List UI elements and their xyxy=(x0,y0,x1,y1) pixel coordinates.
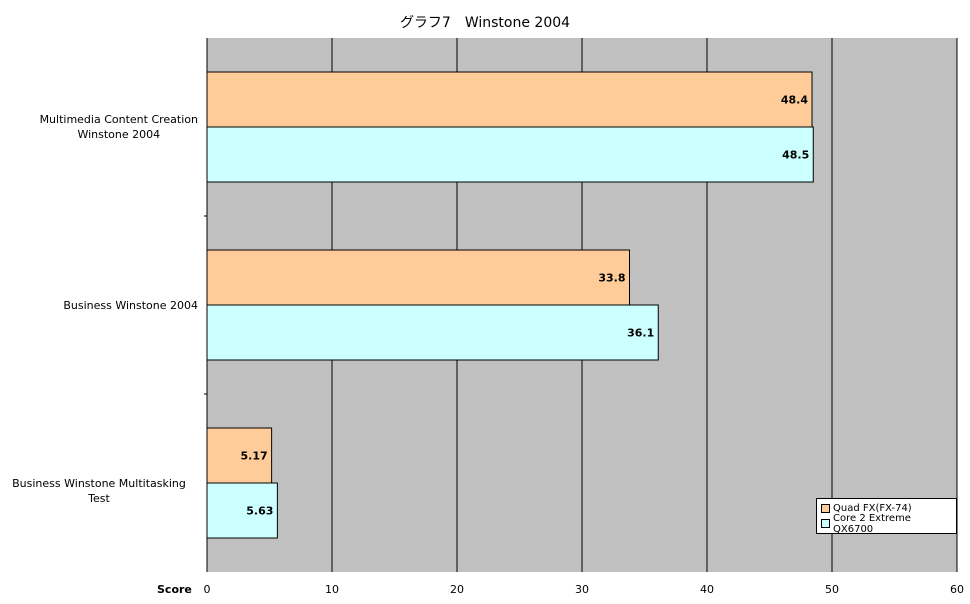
category-label-2: Business Winstone Multitasking Test xyxy=(0,476,198,506)
legend-swatch-quad-fx xyxy=(821,504,830,513)
category-label-1: Business Winstone 2004 xyxy=(63,298,198,313)
category-label-line: Winstone 2004 xyxy=(77,128,161,141)
category-label-line: Business Winstone 2004 xyxy=(63,298,198,312)
x-tick-label-30: 30 xyxy=(575,583,589,596)
legend-item-quad-fx: Quad FX(FX-74) xyxy=(821,501,952,516)
x-tick-label-50: 50 xyxy=(825,583,839,596)
x-tick-label-10: 10 xyxy=(325,583,339,596)
x-tick-label-60: 60 xyxy=(950,583,964,596)
bar-s0-c1 xyxy=(206,249,630,306)
bar-s1-c1 xyxy=(206,304,659,361)
legend-swatch-core2 xyxy=(821,519,830,528)
bar-value-label-s0-c0: 48.4 xyxy=(781,94,808,107)
legend-item-core2: Core 2 Extreme QX6700 xyxy=(821,513,952,535)
bar-s1-c2 xyxy=(206,482,278,539)
x-tick-label-0: 0 xyxy=(203,583,211,596)
legend-label-core2: Core 2 Extreme QX6700 xyxy=(833,512,911,535)
bar-value-label-s0-c1: 33.8 xyxy=(598,272,625,285)
bar-value-label-s1-c2: 5.63 xyxy=(246,505,273,518)
legend-label-quad-fx: Quad FX(FX-74) xyxy=(833,503,912,514)
bar-value-label-s1-c0: 48.5 xyxy=(782,149,809,162)
bar-value-label-s1-c1: 36.1 xyxy=(627,327,654,340)
category-label-line: Business Winstone Multitasking Test xyxy=(12,476,186,505)
x-axis-label: Score xyxy=(157,583,192,596)
legend: Quad FX(FX-74) Core 2 Extreme QX6700 xyxy=(816,498,957,535)
bar-s0-c0 xyxy=(206,71,813,128)
x-tick-label-20: 20 xyxy=(450,583,464,596)
bar-s1-c0 xyxy=(206,126,814,183)
bar-value-label-s0-c2: 5.17 xyxy=(240,450,267,463)
category-label-line: Multimedia Content Creation xyxy=(39,113,198,126)
chart-title: グラフ7 Winstone 2004 xyxy=(399,15,571,31)
x-tick-label-40: 40 xyxy=(700,583,714,596)
bar-s0-c2 xyxy=(206,427,273,484)
